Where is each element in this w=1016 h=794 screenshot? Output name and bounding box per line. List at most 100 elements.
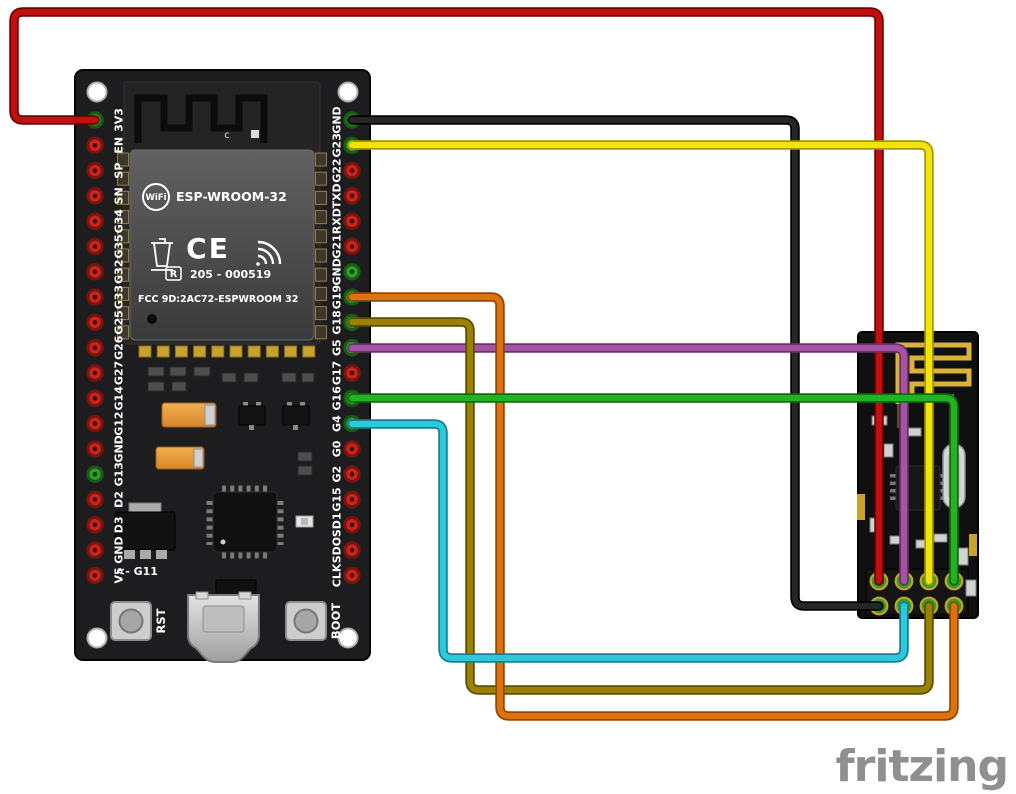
capacitor-2 (155, 446, 205, 470)
pin-hole (349, 522, 355, 528)
module-edge-pad (117, 325, 129, 340)
fritzing-watermark: fritzing (836, 741, 1008, 792)
pin-hole (92, 497, 98, 502)
module-bottom-pad (265, 345, 279, 358)
pin-hole (92, 396, 98, 401)
module-bottom-pad (174, 345, 188, 358)
module-edge-pad (117, 286, 129, 301)
module-edge-pad (117, 210, 129, 225)
esp32-pin-label-gnd: GND (113, 536, 126, 563)
pin-hole (349, 547, 355, 553)
boot-button[interactable] (285, 601, 327, 641)
esp32-pin-label-g5: G5 (331, 339, 344, 356)
capacitor-1 (161, 402, 217, 428)
pin-hole (92, 345, 98, 351)
rst-button[interactable] (110, 601, 152, 641)
module-bottom-pad (284, 345, 298, 358)
esp32-pin-label-d2: D2 (113, 491, 126, 508)
pin-hole (349, 244, 355, 249)
esp32-pin-label-g33: G33 (113, 285, 126, 309)
esp32-pin-labels: 3V3ENSPSNG34G35G32G33G25G26G27G14G12GNDG… (113, 106, 344, 587)
esp-wroom-32-module: c WiFi ESP-WROOM-32 CE R 205 - 000519 (123, 81, 321, 345)
weee-bin-icon (151, 238, 173, 271)
module-castellation-pads (117, 152, 327, 358)
rf-antenna-trace (895, 342, 972, 404)
pin-hole (349, 168, 355, 173)
pin-hole (92, 522, 98, 528)
pin-hole (349, 218, 355, 224)
module-bottom-pad (247, 345, 261, 358)
mounting-hole (337, 81, 359, 103)
module-bottom-pad (229, 345, 243, 358)
pin-hole (92, 573, 98, 578)
module-brand: ESP-WROOM-32 (176, 189, 287, 204)
esp32-pin-label-txd: TXD (331, 183, 344, 208)
esp32-pin-label-g34: G34 (113, 209, 126, 234)
esp32-pin-label-g14: G14 (113, 386, 126, 411)
wire-red-3v3-to-top-1[interactable] (11, 9, 882, 584)
module-edge-pad (117, 190, 129, 205)
module-edge-pad (117, 171, 129, 186)
module-edge-pad (315, 152, 327, 167)
wire-green-g16-to-top-4[interactable] (349, 395, 957, 584)
module-bottom-pad (138, 345, 152, 358)
esp32-pin-label-sp: SP (113, 163, 126, 179)
esp32-pin-label-g17: G17 (331, 361, 344, 385)
esp32-board[interactable]: c WiFi ESP-WROOM-32 CE R 205 - 000519 (74, 69, 371, 663)
esp32-pin-label-g4: G4 (331, 415, 344, 432)
smd-component (965, 579, 977, 597)
transistor-1 (238, 402, 266, 430)
mounting-hole (337, 627, 359, 649)
wireless-signal-icon (256, 240, 282, 266)
esp32-pin-label-g25: G25 (113, 310, 126, 334)
pin-hole (349, 573, 355, 578)
edge-pad (857, 494, 865, 520)
esp32-pin-label-gnd: GND (331, 106, 344, 133)
metal-shield (129, 149, 315, 341)
module-edge-pad (117, 306, 129, 321)
module-edge-pad (315, 267, 327, 282)
micro-usb-port (187, 591, 260, 663)
esp32-pin-label-sd1: SD1 (331, 512, 344, 537)
pin-hole (92, 269, 98, 275)
pin-hole (92, 168, 98, 173)
g11-label: <- G11 (116, 565, 158, 578)
led (295, 515, 314, 528)
esp32-pin-label-g18: G18 (331, 310, 344, 334)
wire-purple-g5-to-top-2[interactable] (349, 345, 907, 584)
wire-black-outline (347, 115, 884, 611)
module-edge-pad (117, 152, 129, 167)
pin-hole (349, 269, 355, 275)
esp32-pin-label-clk: CLK (331, 563, 344, 587)
wifi-antenna-trace (134, 94, 268, 143)
esp32-pin-label-g26: G26 (113, 335, 126, 360)
module-edge-pad (315, 190, 327, 205)
module-edge-pad (315, 210, 327, 225)
pin-hole (349, 370, 355, 376)
wire-dark-yellow-g18-to-bottom-3[interactable] (349, 319, 932, 693)
esp32-pin-label-sn: SN (113, 187, 126, 204)
usb-uart-chip (206, 485, 284, 559)
module-edge-pad (117, 248, 129, 263)
wire-yellow-g23-to-top-3[interactable] (349, 142, 932, 584)
esp32-pin-label-3v3: 3V3 (113, 108, 126, 132)
edge-pad (969, 534, 977, 556)
wire-cyan-g4-to-bottom-2[interactable] (349, 421, 907, 661)
r-box-icon (165, 266, 182, 281)
module-edge-pad (315, 248, 327, 263)
pin-hole (92, 218, 98, 224)
wifi-logo-text: WiFi (145, 193, 166, 203)
esp32-pin-label-v5: V5 (113, 567, 126, 583)
module-edge-pad (315, 325, 327, 340)
esp32-pin-label-g21: G21 (331, 234, 344, 258)
module-edge-pad (315, 171, 327, 186)
wire-black-gnd-to-bottom-1[interactable] (349, 117, 882, 609)
smd-components (147, 366, 315, 476)
wires-layer[interactable] (9, 7, 959, 721)
wire-orange-g19-to-bottom-4[interactable] (349, 294, 957, 719)
pin-hole (92, 370, 98, 376)
pin-hole (349, 471, 355, 477)
module-number: 205 - 000519 (190, 268, 271, 281)
